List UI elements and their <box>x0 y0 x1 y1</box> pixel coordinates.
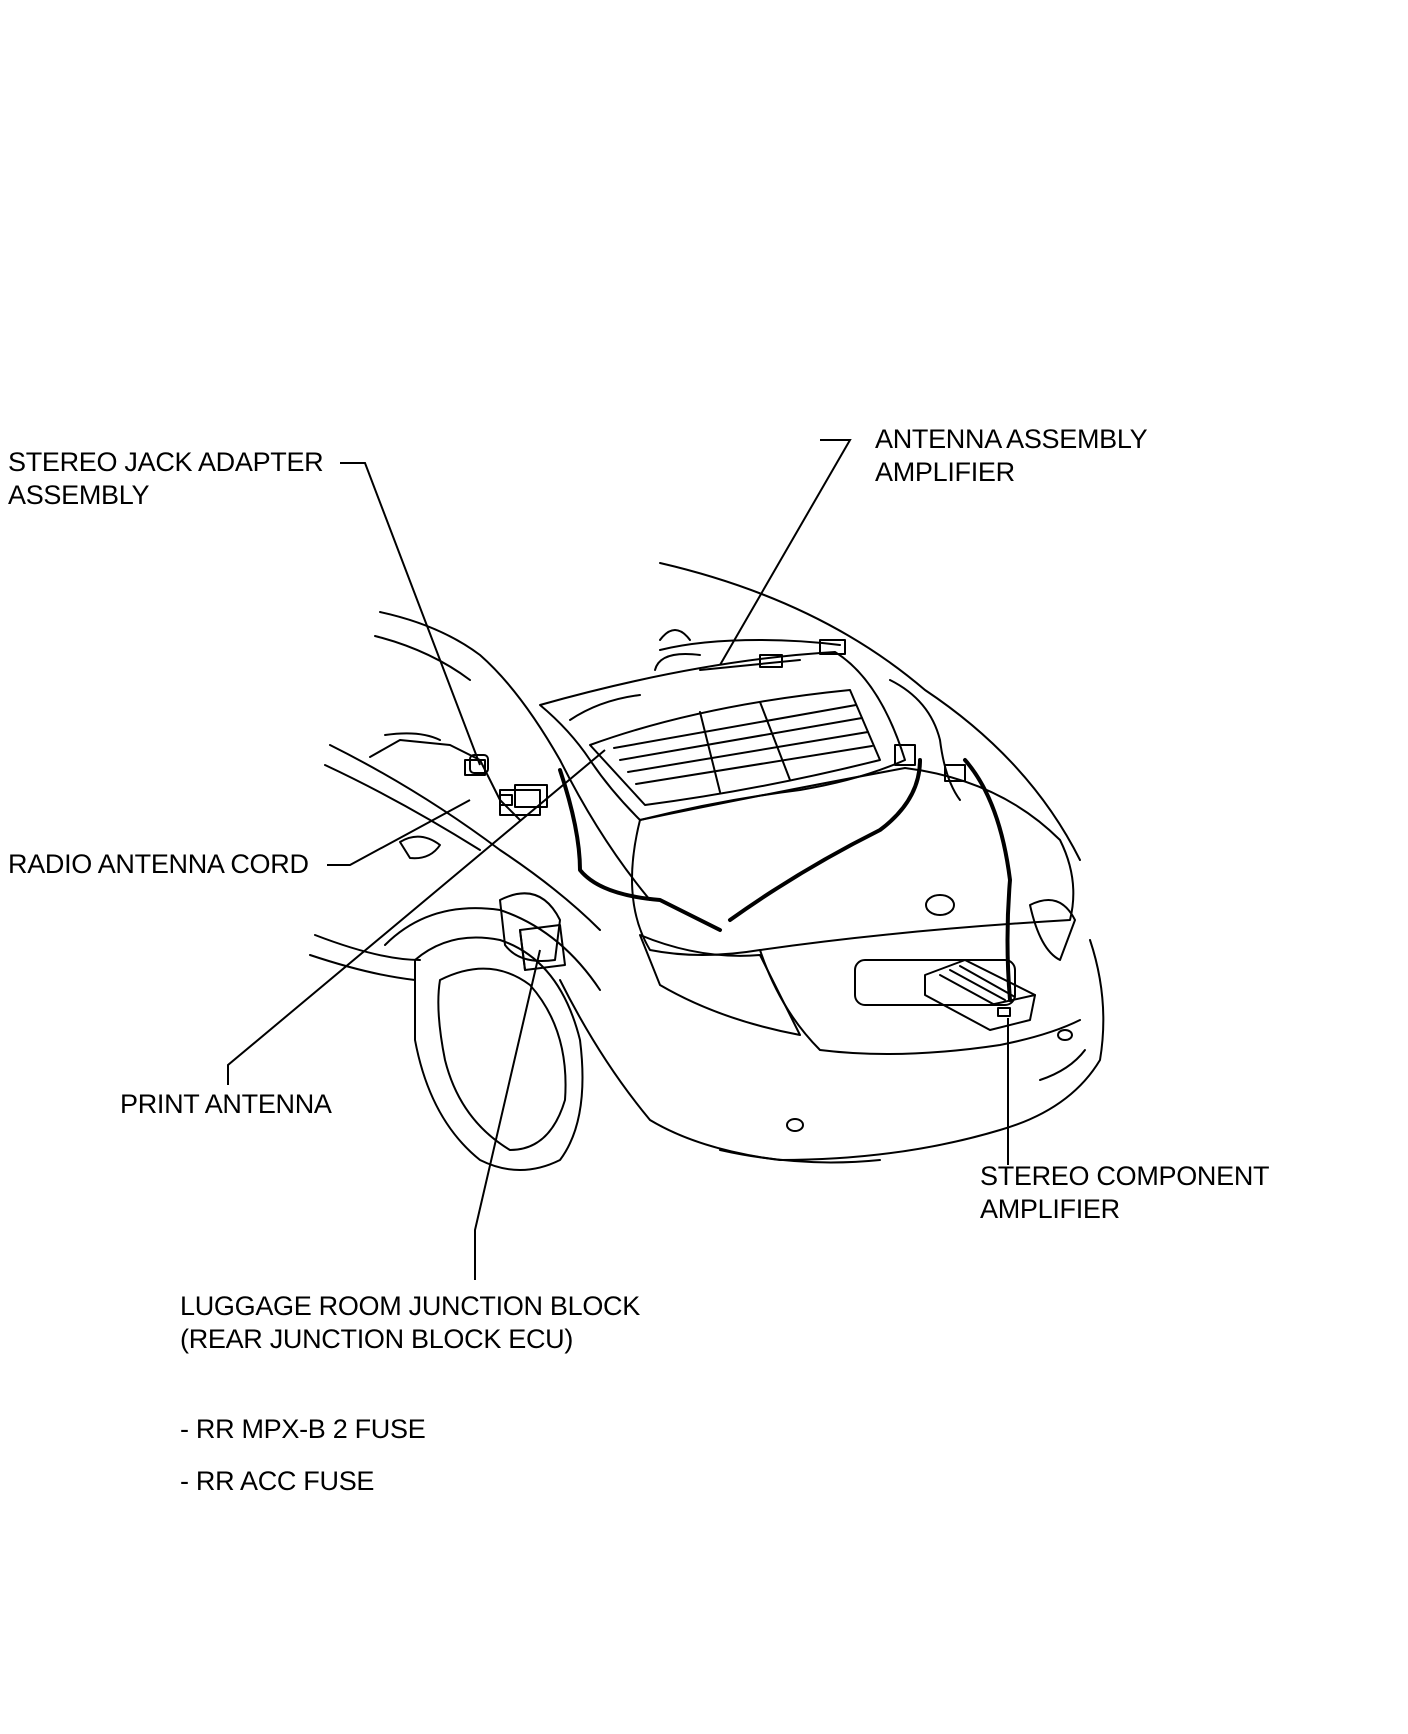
label-line: ANTENNA ASSEMBLY <box>875 424 1148 454</box>
label-stereo-component-amplifier: STEREO COMPONENT AMPLIFIER <box>980 1160 1270 1226</box>
fuse-item: - RR MPX-B 2 FUSE <box>180 1414 426 1444</box>
label-print-antenna: PRINT ANTENNA <box>120 1088 332 1121</box>
label-line: ASSEMBLY <box>8 480 150 510</box>
label-line: (REAR JUNCTION BLOCK ECU) <box>180 1324 574 1354</box>
label-antenna-assembly-amplifier: ANTENNA ASSEMBLY AMPLIFIER <box>875 423 1148 489</box>
label-line: RADIO ANTENNA CORD <box>8 849 309 879</box>
fuse-item: - RR ACC FUSE <box>180 1466 375 1496</box>
label-line: AMPLIFIER <box>980 1194 1120 1224</box>
label-line: STEREO JACK ADAPTER <box>8 447 324 477</box>
label-stereo-jack-adapter: STEREO JACK ADAPTER ASSEMBLY <box>8 446 324 512</box>
fuse-list: - RR MPX-B 2 FUSE - RR ACC FUSE <box>180 1403 426 1507</box>
label-line: AMPLIFIER <box>875 457 1015 487</box>
label-luggage-room-junction-block: LUGGAGE ROOM JUNCTION BLOCK (REAR JUNCTI… <box>180 1290 640 1356</box>
label-line: LUGGAGE ROOM JUNCTION BLOCK <box>180 1291 640 1321</box>
label-line: PRINT ANTENNA <box>120 1089 332 1119</box>
label-radio-antenna-cord: RADIO ANTENNA CORD <box>8 848 309 881</box>
label-line: STEREO COMPONENT <box>980 1161 1270 1191</box>
leader-lines <box>227 439 1009 1280</box>
car-outline <box>309 562 1105 1171</box>
